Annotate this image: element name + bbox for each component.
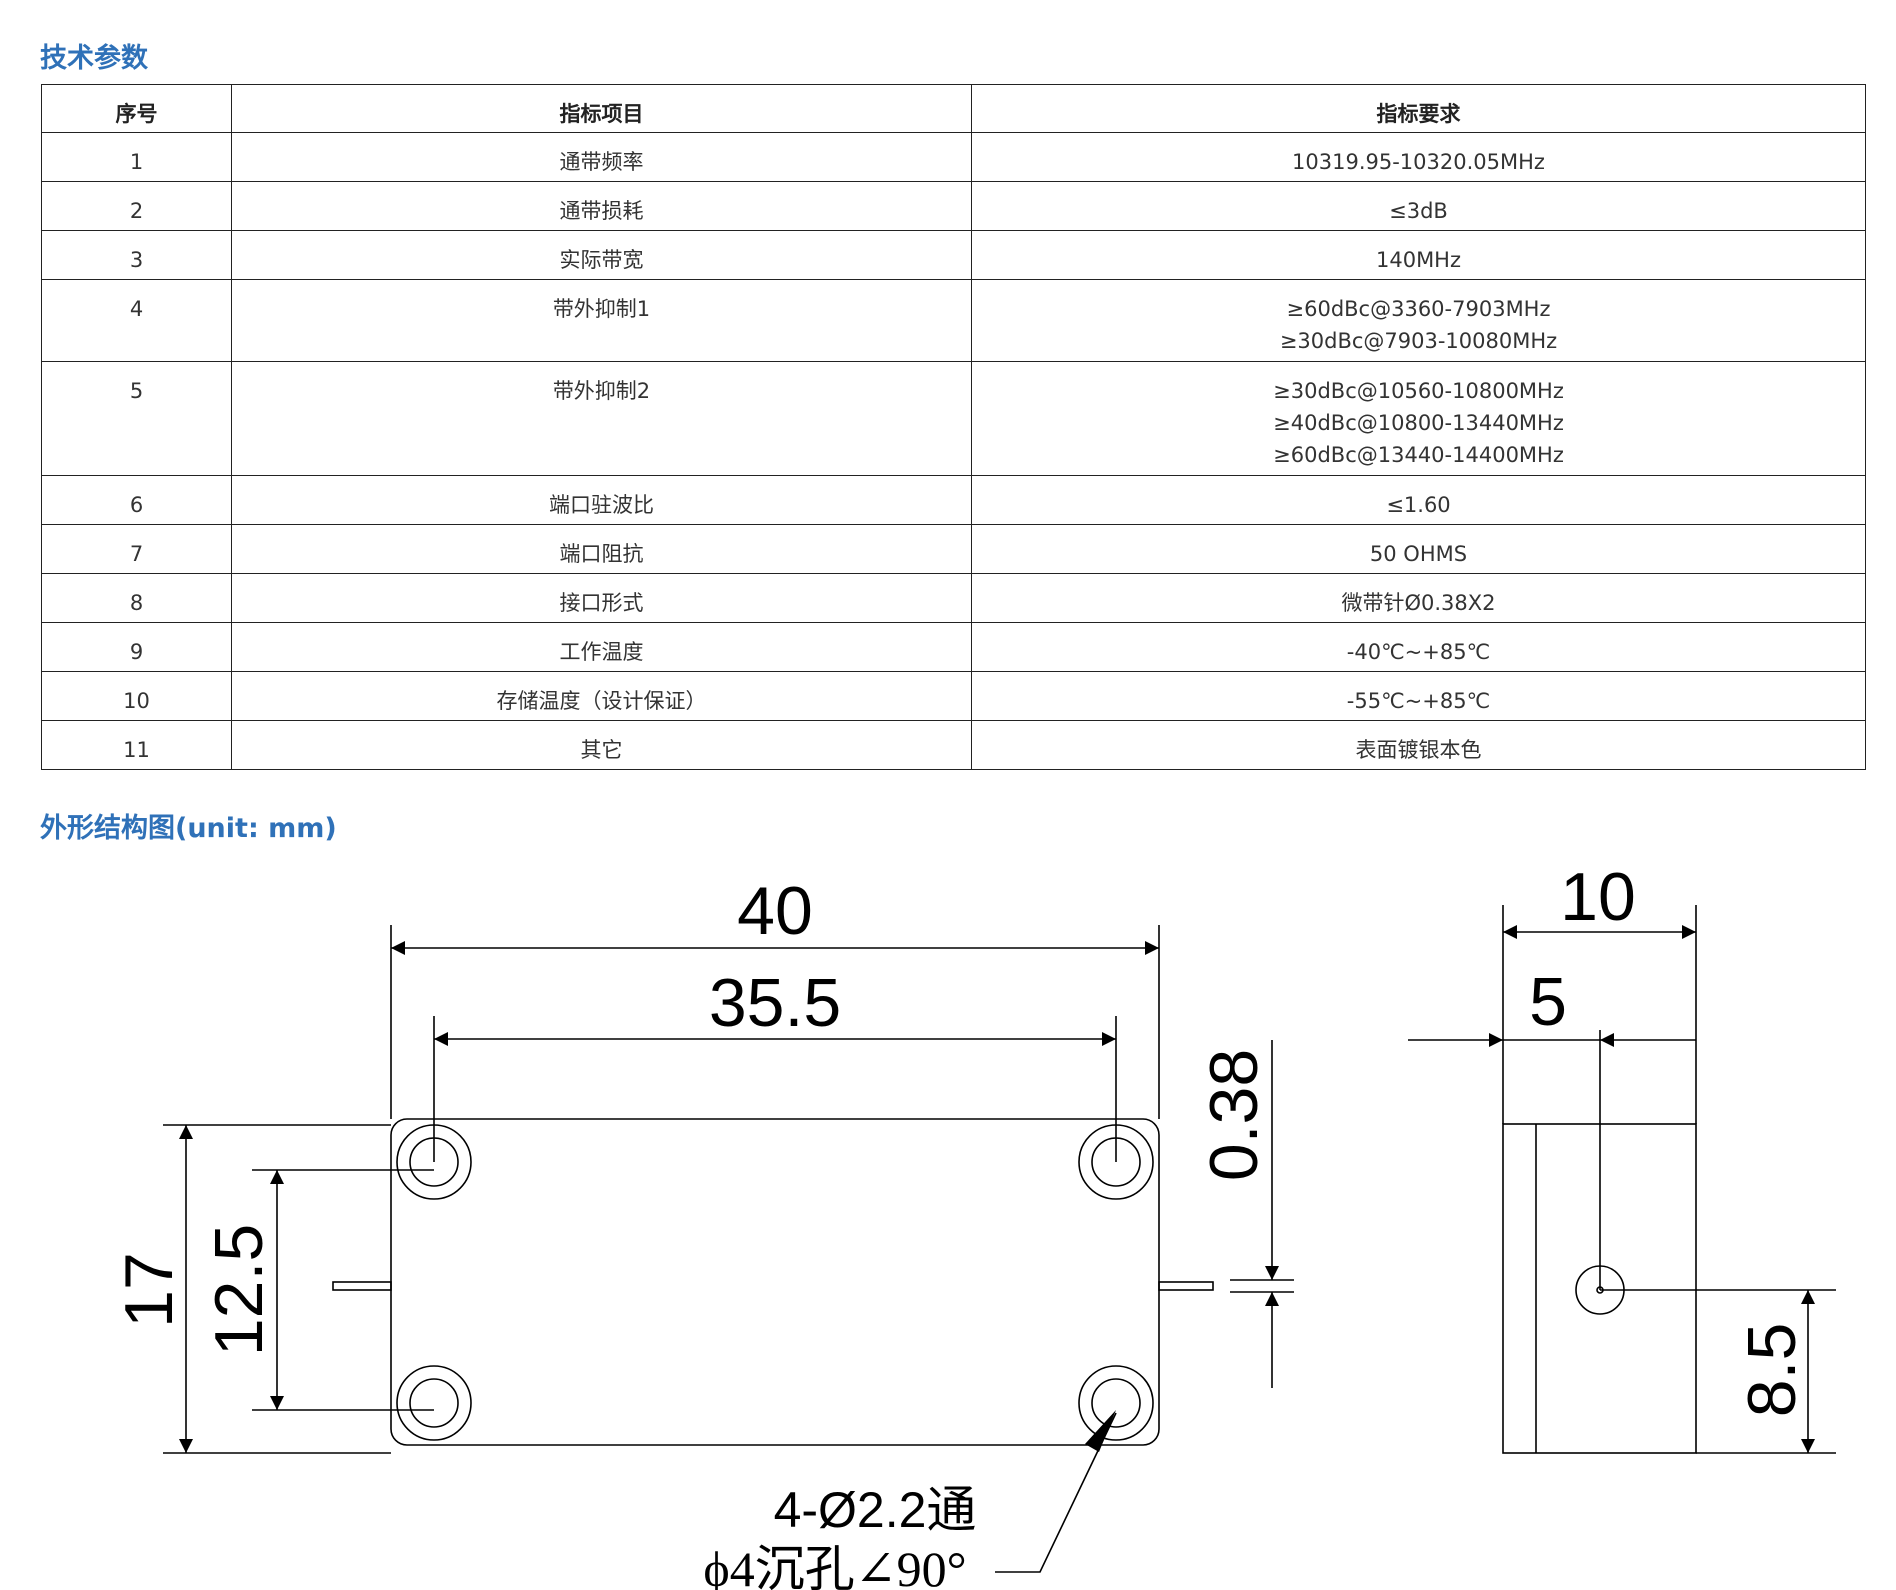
requirement-line: ≥30dBc@10560-10800MHz [1273, 379, 1564, 403]
cell-no: 5 [41, 361, 232, 476]
cell-item: 带外抑制2 [231, 361, 972, 476]
cell-item: 端口驻波比 [231, 475, 972, 525]
outline-drawing: 40 35.5 17 12.5 0.38 10 5 8.5 4-Ø2.2通 ϕ4… [111, 859, 1836, 1590]
cell-no: 6 [41, 475, 232, 525]
dim-label-40: 40 [737, 873, 813, 949]
pin-right [1158, 1281, 1214, 1291]
dim-label-8-5: 8.5 [1734, 1323, 1810, 1418]
cell-requirement: 10319.95-10320.05MHz [971, 132, 1866, 182]
table-row: 3 实际带宽 140MHz [41, 230, 1866, 280]
cell-no: 4 [41, 279, 232, 362]
header-requirement: 指标要求 [971, 84, 1866, 133]
requirement-line: ≤1.60 [1386, 493, 1451, 517]
table-row: 1 通带频率 10319.95-10320.05MHz [41, 132, 1866, 182]
cell-item: 接口形式 [231, 573, 972, 623]
cell-no: 9 [41, 622, 232, 672]
mounting-hole [396, 1365, 472, 1441]
spec-table: 序号 指标项目 指标要求 1 通带频率 10319.95-10320.05MHz… [41, 84, 1866, 770]
cell-no: 3 [41, 230, 232, 280]
cell-requirement: ≤1.60 [971, 475, 1866, 525]
requirement-line: 50 OHMS [1369, 542, 1468, 566]
dim-label-35-5: 35.5 [709, 965, 841, 1041]
requirement-line: ≤3dB [1389, 199, 1448, 223]
section-title-drawing: 外形结构图(unit: mm) [40, 813, 337, 844]
table-row: 2 通带损耗 ≤3dB [41, 181, 1866, 231]
table-row: 9 工作温度 -40℃~+85℃ [41, 622, 1866, 672]
cell-item: 通带损耗 [231, 181, 972, 231]
cell-no: 1 [41, 132, 232, 182]
cell-requirement: -40℃~+85℃ [971, 622, 1866, 672]
cell-requirement: ≥60dBc@3360-7903MHz ≥30dBc@7903-10080MHz [971, 279, 1866, 362]
cell-requirement: ≤3dB [971, 181, 1866, 231]
dim-label-10: 10 [1560, 859, 1636, 935]
requirement-line: ≥40dBc@10800-13440MHz [1273, 411, 1564, 435]
requirement-line: 微带针Ø0.38X2 [1341, 591, 1496, 615]
dim-label-0-38: 0.38 [1196, 1049, 1272, 1181]
table-row: 6 端口驻波比 ≤1.60 [41, 475, 1866, 525]
requirement-line: 表面镀银本色 [1355, 738, 1482, 762]
cell-no: 8 [41, 573, 232, 623]
body-outline-front [390, 1118, 1160, 1446]
cell-requirement: 表面镀银本色 [971, 720, 1866, 770]
cell-no: 11 [41, 720, 232, 770]
dim-label-5: 5 [1529, 964, 1567, 1040]
requirement-line: ≥60dBc@13440-14400MHz [1273, 443, 1564, 467]
cell-no: 2 [41, 181, 232, 231]
requirement-line: ≥30dBc@7903-10080MHz [1279, 329, 1558, 353]
table-header-row: 序号 指标项目 指标要求 [41, 84, 1866, 133]
dim-label-12-5: 12.5 [201, 1224, 277, 1356]
cell-item: 带外抑制1 [231, 279, 972, 362]
cell-item: 端口阻抗 [231, 524, 972, 574]
table-row: 8 接口形式 微带针Ø0.38X2 [41, 573, 1866, 623]
cell-requirement: ≥30dBc@10560-10800MHz ≥40dBc@10800-13440… [971, 361, 1866, 476]
pin-left [332, 1281, 392, 1291]
cell-item: 通带频率 [231, 132, 972, 182]
cell-no: 10 [41, 671, 232, 721]
hole-note-leader [995, 1412, 1117, 1573]
requirement-line: 140MHz [1375, 248, 1461, 272]
requirement-line: -40℃~+85℃ [1346, 640, 1491, 664]
table-row: 7 端口阻抗 50 OHMS [41, 524, 1866, 574]
cell-requirement: 140MHz [971, 230, 1866, 280]
header-item: 指标项目 [231, 84, 972, 133]
header-no: 序号 [41, 84, 232, 133]
section-title-spec: 技术参数 [40, 43, 148, 74]
dim-label-17: 17 [111, 1252, 187, 1328]
cell-item: 存储温度（设计保证） [231, 671, 972, 721]
cell-requirement: -55℃~+85℃ [971, 671, 1866, 721]
cell-item: 工作温度 [231, 622, 972, 672]
table-row: 11 其它 表面镀银本色 [41, 720, 1866, 770]
table-row: 10 存储温度（设计保证） -55℃~+85℃ [41, 671, 1866, 721]
requirement-line: ≥60dBc@3360-7903MHz [1286, 297, 1551, 321]
cell-item: 其它 [231, 720, 972, 770]
cell-requirement: 微带针Ø0.38X2 [971, 573, 1866, 623]
requirement-line: -55℃~+85℃ [1346, 689, 1491, 713]
table-row: 4 带外抑制1 ≥60dBc@3360-7903MHz ≥30dBc@7903-… [41, 279, 1866, 362]
hole-note-line-1: 4-Ø2.2通 [774, 1482, 977, 1538]
requirement-line: 10319.95-10320.05MHz [1292, 150, 1545, 174]
hole-note-line-2: ϕ4沉孔∠90° [703, 1541, 966, 1590]
mounting-hole [1078, 1365, 1154, 1441]
table-row: 5 带外抑制2 ≥30dBc@10560-10800MHz ≥40dBc@108… [41, 361, 1866, 476]
cell-item: 实际带宽 [231, 230, 972, 280]
cell-requirement: 50 OHMS [971, 524, 1866, 574]
cell-no: 7 [41, 524, 232, 574]
